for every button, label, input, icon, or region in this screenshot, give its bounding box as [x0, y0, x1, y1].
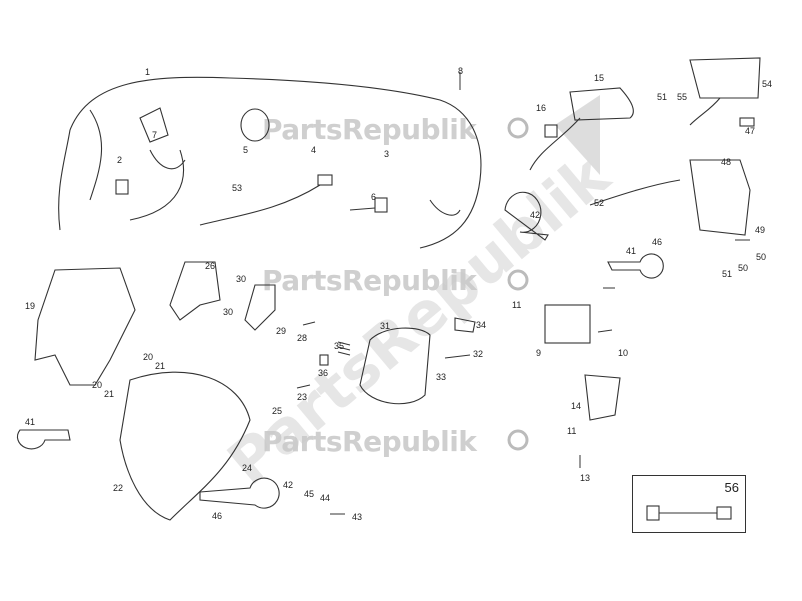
callout-25: 25 [272, 406, 283, 416]
part-6 [349, 207, 376, 211]
part-35 [337, 341, 351, 356]
callout-19: 19 [25, 301, 36, 311]
callout-44: 44 [320, 493, 331, 503]
part-56-cable [646, 505, 732, 521]
part-53 [199, 184, 321, 226]
callout-21-a: 21 [155, 361, 166, 371]
callout-36: 36 [318, 368, 329, 378]
part-48 [689, 159, 751, 236]
part-31 [359, 327, 431, 405]
gear-icon-shape [555, 95, 600, 175]
inset-box-56: 56 [632, 475, 746, 533]
callout-22: 22 [113, 483, 124, 493]
callout-11-b: 11 [567, 426, 577, 436]
callout-34: 34 [476, 320, 487, 330]
part-54-cable [689, 97, 721, 126]
callout-30-b: 30 [223, 307, 234, 317]
callout-51-a: 51 [657, 92, 668, 102]
callout-54: 54 [762, 79, 773, 89]
part-5 [240, 108, 270, 142]
callout-49: 49 [755, 225, 766, 235]
wiring-harness [58, 76, 482, 249]
part-16 [544, 124, 558, 138]
callout-1: 1 [145, 67, 151, 77]
callout-47: 47 [745, 126, 756, 136]
callout-20-a: 20 [143, 352, 154, 362]
callout-23: 23 [297, 392, 308, 402]
part-34 [454, 317, 476, 333]
callout-50-b: 50 [738, 263, 749, 273]
part-26 [169, 261, 221, 321]
callout-11-a: 11 [512, 300, 522, 310]
callout-6: 6 [371, 192, 377, 202]
part-29-bracket [244, 284, 276, 331]
callout-29: 29 [276, 326, 287, 336]
part-36 [319, 354, 329, 366]
callout-35: 35 [334, 341, 345, 351]
callout-4: 4 [311, 145, 317, 155]
watermark-middle: PartsRepublik [262, 264, 477, 297]
callout-41-a: 41 [626, 246, 637, 256]
part-41-right [607, 253, 664, 279]
part-47 [739, 117, 755, 127]
callout-26: 26 [205, 261, 216, 271]
callout-28: 28 [297, 333, 308, 343]
callout-9: 9 [536, 348, 542, 358]
callout-56: 56 [724, 480, 739, 495]
callout-13: 13 [580, 473, 591, 483]
part-14 [584, 374, 621, 421]
callout-5: 5 [243, 145, 249, 155]
part-42-top [504, 191, 549, 241]
callout-33: 33 [436, 372, 447, 382]
callout-32: 32 [473, 349, 484, 359]
callout-42-a: 42 [530, 210, 541, 220]
part-52 [589, 179, 681, 206]
callout-55: 55 [677, 92, 688, 102]
part-41-left [16, 429, 71, 450]
part-42-bottom [199, 477, 280, 509]
callout-50-a: 50 [756, 252, 767, 262]
callout-51-b: 51 [722, 269, 733, 279]
part-7 [139, 107, 169, 143]
callout-2: 2 [117, 155, 123, 165]
callout-53: 53 [232, 183, 243, 193]
callout-43: 43 [352, 512, 363, 522]
callout-14: 14 [571, 401, 582, 411]
callout-46-a: 46 [652, 237, 663, 247]
callout-15: 15 [594, 73, 605, 83]
callout-52: 52 [594, 198, 605, 208]
callout-16: 16 [536, 103, 547, 113]
part-2 [115, 179, 129, 195]
callout-42-b: 42 [283, 480, 294, 490]
callout-48: 48 [721, 157, 732, 167]
part-54 [689, 57, 761, 99]
part-15-cable [529, 117, 581, 171]
callout-46-b: 46 [212, 511, 223, 521]
callout-24: 24 [242, 463, 253, 473]
part-9 [544, 304, 591, 344]
callout-30-a: 30 [236, 274, 247, 284]
watermark-bottom: PartsRepublik [262, 425, 477, 458]
callout-31: 31 [380, 321, 391, 331]
watermark-top: PartsRepublik [262, 113, 477, 146]
screws [296, 72, 750, 515]
callout-21-b: 21 [104, 389, 115, 399]
callout-20-b: 20 [92, 380, 103, 390]
callout-45: 45 [304, 489, 315, 499]
part-53-plug [317, 174, 333, 186]
part-15 [569, 87, 634, 121]
part-19 [34, 267, 136, 386]
callout-7: 7 [152, 130, 158, 140]
part-22 [119, 371, 251, 521]
callout-3: 3 [384, 149, 390, 159]
gear-icon [507, 117, 529, 451]
callout-41-b: 41 [25, 417, 36, 427]
callout-10: 10 [618, 348, 629, 358]
callout-8: 8 [458, 66, 464, 76]
